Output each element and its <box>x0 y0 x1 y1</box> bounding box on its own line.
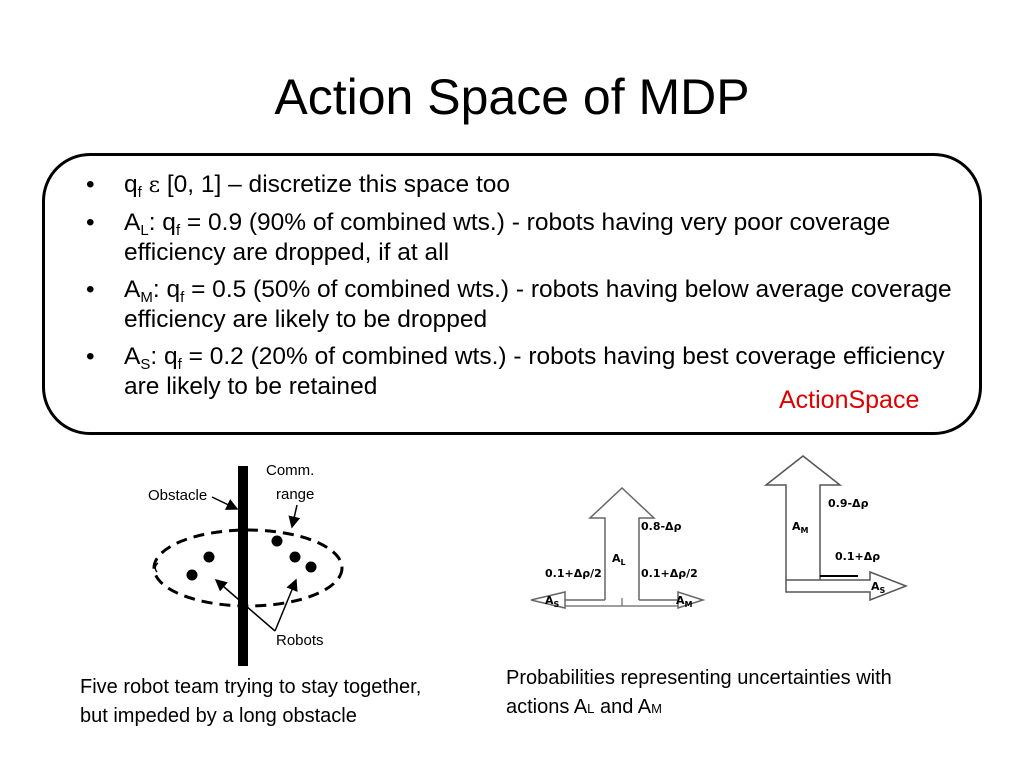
am-action: AM <box>792 520 809 535</box>
robot-dot <box>289 551 301 563</box>
bullet-dot: • <box>86 343 95 370</box>
action-space-box <box>42 153 982 435</box>
caption-left: Five robot team trying to stay together,… <box>80 676 422 727</box>
right-arrow-as <box>785 570 909 602</box>
slide-title: Action Space of MDP <box>274 69 750 125</box>
bullet-item: • qf ε [0, 1] – discretize this space to… <box>86 171 511 201</box>
up-arrow-al <box>588 486 656 600</box>
left-arrow-as <box>530 591 605 609</box>
comm-range-pointer <box>288 504 301 529</box>
bullet-dot: • <box>86 276 95 303</box>
robot-dot <box>186 569 198 581</box>
robot-dot <box>203 551 215 563</box>
bullet-list: • qf ε [0, 1] – discretize this space to… <box>84 170 984 409</box>
bullet-dot: • <box>86 209 95 236</box>
am-value: 0.9-Δρ <box>828 497 869 510</box>
obstacle-label: Obstacle <box>148 487 208 504</box>
comm-range-ellipse <box>152 528 344 608</box>
robots-pointer <box>214 579 276 632</box>
up-arrow-am <box>763 455 843 580</box>
as-value: 0.1+Δρ/2 <box>545 567 602 580</box>
bullet-item: • AS: qf = 0.2 (20% of combined wts.) - … <box>86 343 945 400</box>
comm-range-label: range <box>276 486 315 503</box>
bullet-dot: • <box>86 171 95 198</box>
obstacle-wall <box>238 466 248 666</box>
al-action: AL <box>612 552 626 567</box>
comm-range-label: Comm. <box>266 462 315 479</box>
bullet-item: • AL: qf = 0.9 (90% of combined wts.) - … <box>86 209 891 266</box>
al-value: 0.8-Δρ <box>641 520 682 533</box>
robot-dot <box>271 535 283 547</box>
robots-pointer <box>274 578 298 632</box>
am-action: AM <box>676 594 693 609</box>
obstacle-pointer <box>211 496 239 510</box>
caption-right: Probabilities representing uncertainties… <box>506 667 892 718</box>
robot-dot <box>305 561 317 573</box>
bullet-item: • AM: qf = 0.5 (50% of combined wts.) - … <box>86 276 952 333</box>
robots-label: Robots <box>276 632 324 649</box>
am-value: 0.1+Δρ/2 <box>641 567 698 580</box>
right-arrow-am <box>639 590 706 610</box>
as-value: 0.1+Δρ <box>835 550 880 563</box>
action-space-label: ActionSpace <box>779 386 920 414</box>
as-action: AS <box>871 580 886 595</box>
as-action: AS <box>545 594 560 609</box>
ellipse-edge-mark <box>154 562 159 573</box>
